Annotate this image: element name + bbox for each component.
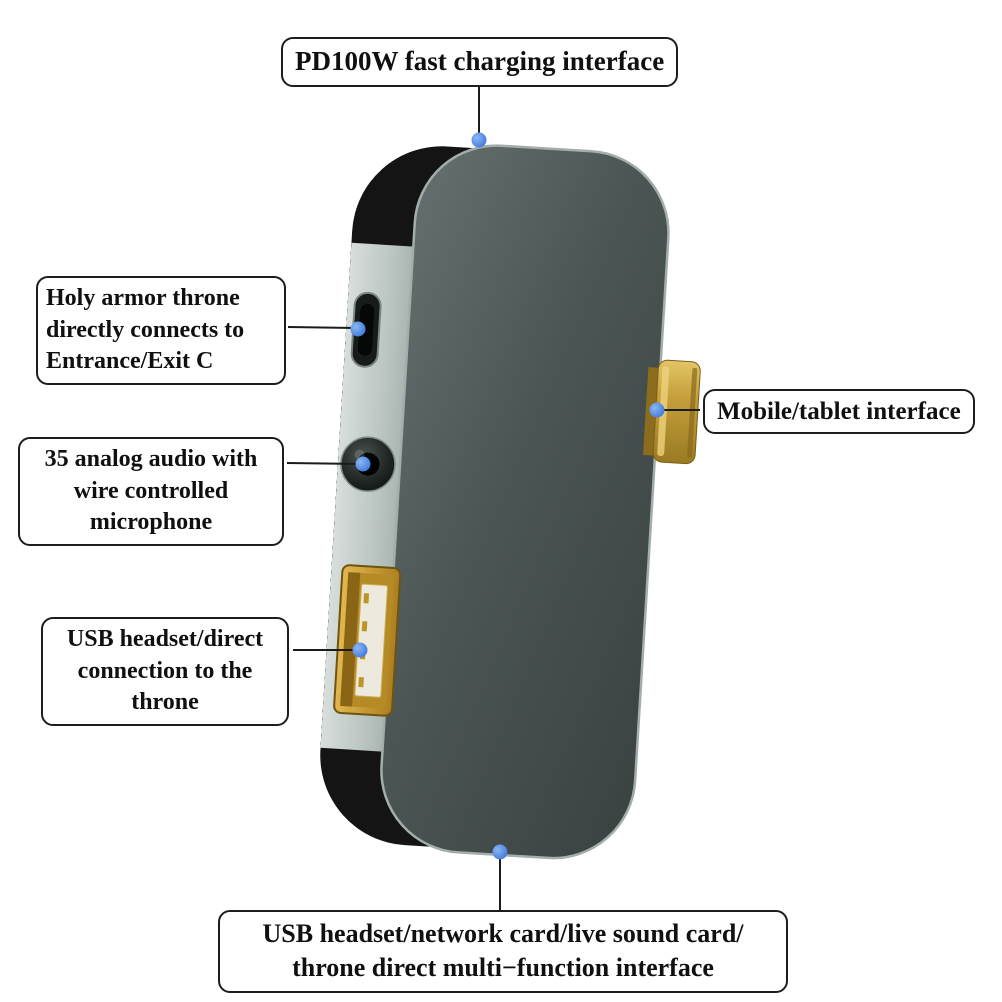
callout-line-text: throne direct multi−function interface	[292, 953, 714, 983]
callout-line-text: throne	[131, 689, 199, 716]
callout-dots	[350, 132, 665, 860]
callout-line-text: microphone	[89, 509, 213, 536]
callout-dot-usba	[352, 642, 368, 658]
callout-dot-usbc	[350, 321, 366, 337]
usb-a-port	[333, 564, 402, 717]
callout-pd-charging: PD100W fast charging interface	[281, 37, 679, 87]
callout-dot-top	[471, 132, 487, 148]
callout-line-usbc	[287, 326, 357, 329]
callout-dot-bottom	[492, 844, 508, 860]
callout-line-text: wire controlled	[73, 477, 229, 504]
callout-dot-plug	[649, 402, 665, 418]
callout-line-text: connection to the	[77, 657, 253, 684]
callout-line-text: USB headset/network card/live sound card…	[262, 919, 744, 948]
callout-line-audio	[286, 462, 363, 465]
callout-line-text: 35 analog audio with	[44, 446, 258, 472]
callout-line-text: PD100W fast charging interface	[295, 46, 665, 76]
usb-hub-device	[320, 144, 701, 860]
usb-c-port	[350, 291, 382, 368]
callout-usb-a-port: USB headset/direct connection to the thr…	[41, 617, 289, 727]
callout-line-text: USB headset/direct	[66, 626, 264, 652]
callout-line-text: Holy armor throne	[46, 285, 240, 311]
callout-lines	[286, 80, 700, 910]
callout-line-text: directly connects to	[46, 316, 245, 343]
callout-usb-c-port: Holy armor throne directly connects to E…	[36, 276, 286, 386]
callout-line-text: Entrance/Exit C	[46, 348, 214, 375]
callout-device-plug: Mobile/tablet interface	[703, 389, 975, 434]
callout-audio-jack: 35 analog audio with wire controlled mic…	[18, 437, 284, 547]
callout-line-text: Mobile/tablet interface	[717, 398, 961, 425]
callout-dot-audio	[355, 456, 371, 472]
callout-bottom-port: USB headset/network card/live sound card…	[218, 910, 788, 993]
device-front-face	[380, 144, 670, 860]
